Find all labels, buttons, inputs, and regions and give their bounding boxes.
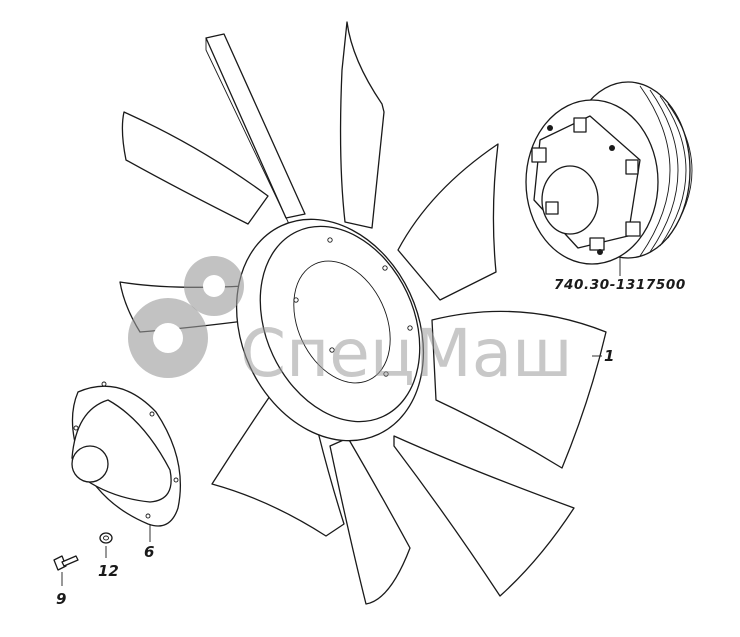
cover-cap	[71, 445, 109, 483]
hub-bolt-holes	[293, 237, 413, 377]
bolt: 9	[53, 555, 79, 608]
washer: 12	[98, 532, 119, 580]
clutch-center-stud	[545, 201, 559, 215]
callout-bolt: 9	[56, 590, 66, 608]
clutch-bolts	[531, 117, 641, 255]
fan-hub-face	[259, 225, 421, 423]
fan-blade	[205, 33, 306, 219]
watermark-text: СпецМаш	[240, 315, 573, 392]
fan-blade	[339, 21, 385, 229]
bolt-shank	[61, 555, 79, 567]
fan-cover: 6	[71, 381, 181, 561]
fan-blade	[329, 437, 411, 605]
fan-blade	[431, 310, 607, 469]
bolt-head	[53, 555, 67, 571]
fan-impeller	[119, 21, 607, 605]
washer-body	[99, 532, 113, 544]
fan-blade	[397, 143, 499, 301]
callout-clutch-part-number: 740.30-1317500	[554, 277, 686, 293]
clutch-hub	[541, 165, 599, 235]
fan-clutch: 740.30-1317500	[525, 81, 693, 293]
callout-washer: 12	[98, 562, 119, 580]
callout-fan: 1	[604, 347, 614, 365]
fan-blade	[121, 111, 269, 225]
fan-blade	[393, 435, 575, 597]
watermark: СпецМаш	[128, 256, 573, 392]
callout-cover: 6	[144, 543, 154, 561]
cover-holes	[73, 381, 179, 519]
